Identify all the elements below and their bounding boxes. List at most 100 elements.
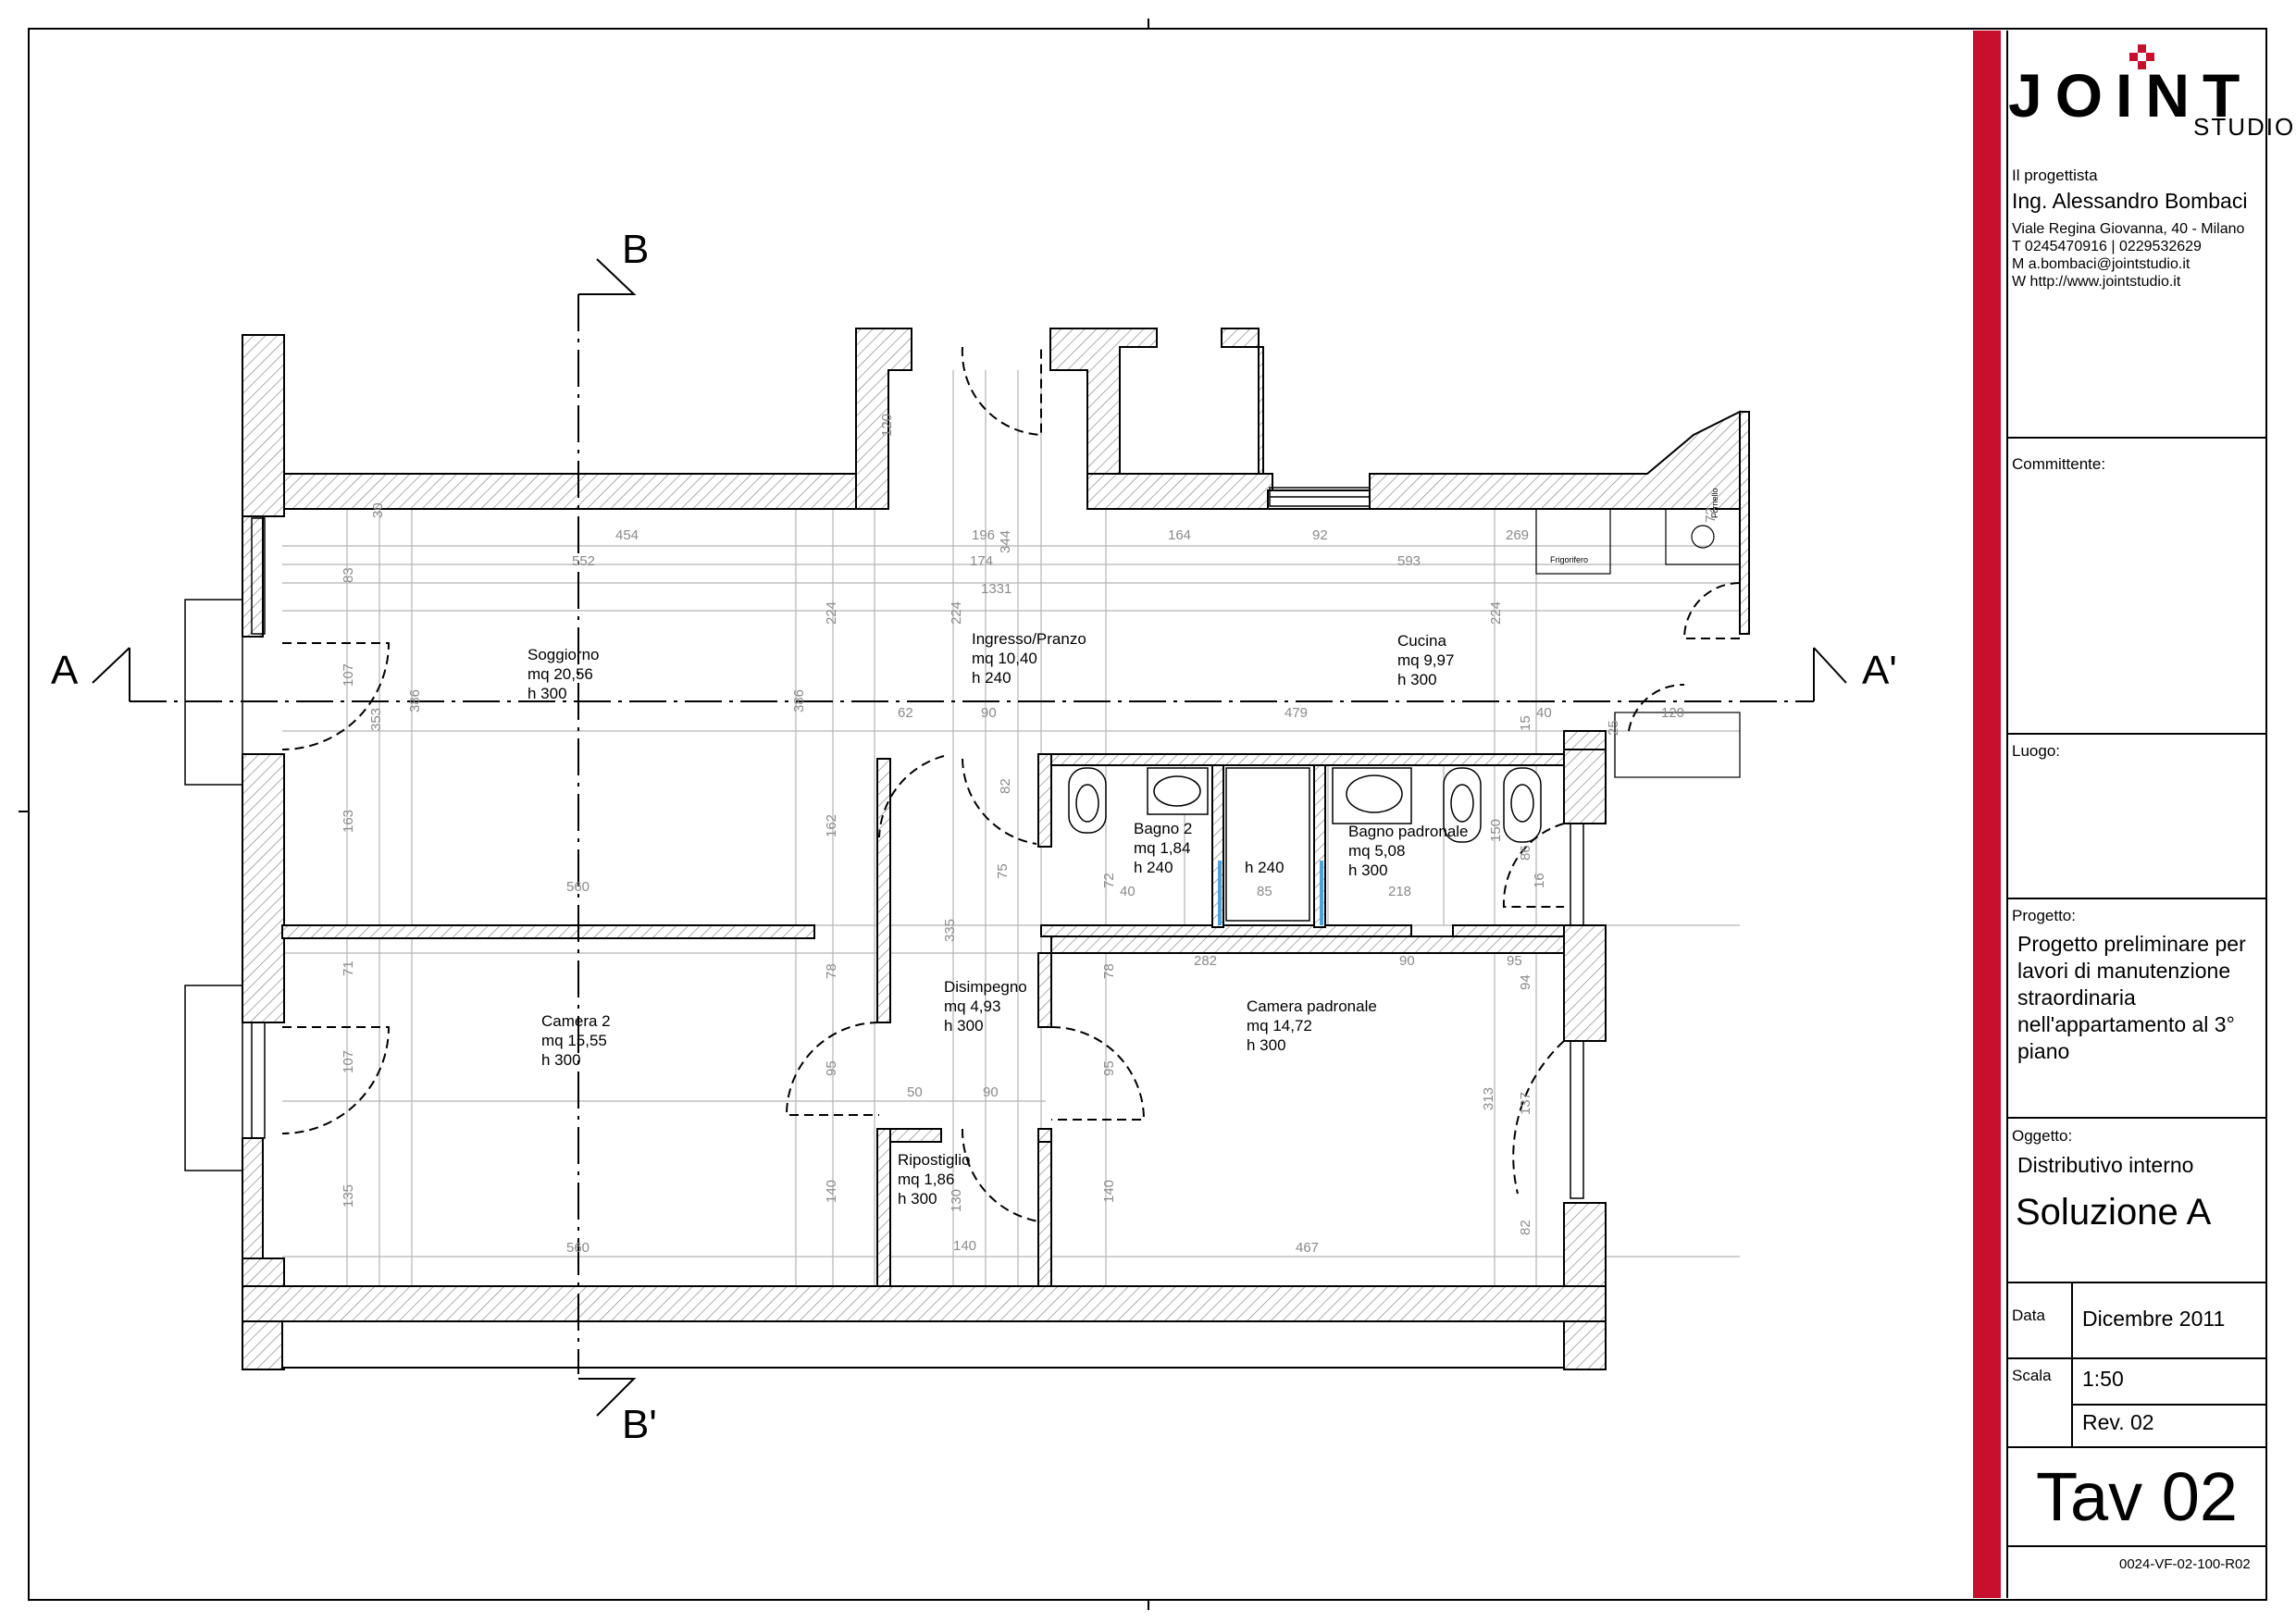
dimension-label: 120	[879, 413, 895, 437]
scale-value: 1:50	[2082, 1367, 2124, 1391]
dimension-label: 164	[1168, 527, 1192, 543]
dimension-label: 560	[566, 879, 590, 895]
dimension-label: 196	[972, 527, 996, 543]
dimension-label: 479	[1285, 705, 1309, 721]
designer-address: Viale Regina Giovanna, 40 - Milano	[2012, 221, 2245, 237]
dimension-label: 150	[1488, 818, 1504, 842]
dimension-label: 40	[1120, 884, 1136, 899]
dimension-label: 218	[1388, 884, 1412, 899]
kitchen-fixtures	[1535, 508, 1741, 778]
sheet-number: Tav 02	[2036, 1458, 2239, 1535]
solution-title: Soluzione A	[2016, 1192, 2212, 1233]
designer-name: Ing. Alessandro Bombaci	[2012, 189, 2248, 213]
dimension-label: 224	[824, 601, 839, 625]
dimension-label: 313	[1481, 1086, 1496, 1110]
dimension-label: 78	[824, 963, 839, 979]
dimension-label: 90	[981, 705, 997, 721]
windows	[184, 487, 1584, 1199]
dimension-label: 95	[1101, 1060, 1117, 1076]
dimension-label: 95	[824, 1060, 839, 1076]
project-description: Progetto preliminare per lavori di manut…	[2017, 932, 2246, 1063]
frame-tick-bottom	[1148, 1601, 1149, 1610]
dimension-label: 90	[1399, 953, 1415, 969]
title-block	[2006, 31, 2265, 1598]
dimension-label: 94	[1518, 974, 1533, 990]
dimension-label: 50	[907, 1084, 923, 1100]
dimension-label: 560	[566, 1240, 590, 1256]
frame-tick-top	[1148, 19, 1149, 28]
dimension-label: 95	[1507, 953, 1522, 969]
dimension-label: 72	[1101, 873, 1117, 888]
designer-label: Il progettista	[2012, 167, 2098, 184]
dimension-label: 15	[1518, 715, 1533, 731]
dimension-label: 75	[995, 863, 1011, 879]
dimension-label: 120	[1661, 705, 1685, 721]
subject-text: Distributivo interno	[2017, 1153, 2194, 1177]
dimension-label: 85	[1257, 884, 1272, 899]
dimension-label: 30	[370, 502, 386, 518]
dimension-label: 140	[1101, 1179, 1117, 1203]
dimension-label: 16	[1532, 873, 1547, 888]
dimension-label: 83	[341, 567, 356, 583]
date-label: Data	[2012, 1307, 2045, 1324]
dimension-label: 140	[953, 1238, 977, 1254]
dimension-label: 130	[949, 1188, 964, 1212]
dimension-label: 467	[1296, 1240, 1320, 1256]
section-label-b: B	[622, 227, 650, 272]
subject-label: Oggetto:	[2012, 1127, 2073, 1145]
dimension-label: 140	[824, 1179, 839, 1203]
dimension-label: 25	[1606, 720, 1621, 736]
logo-subtitle: STUDIO	[2193, 113, 2296, 141]
dimension-label: 353	[368, 707, 384, 731]
dimension-label: 386	[791, 688, 807, 712]
dimension-label: 62	[898, 705, 913, 721]
dimension-label: 86	[1518, 845, 1533, 861]
doors	[281, 346, 1741, 1222]
dimension-label: 135	[341, 1183, 356, 1208]
dimension-label: 454	[615, 527, 639, 543]
client-label: Committente:	[2012, 455, 2106, 473]
joint-studio-logo	[2129, 44, 2154, 69]
scale-label: Scala	[2012, 1367, 2052, 1384]
shower-height-label: h 240	[1245, 859, 1285, 876]
dimension-label: 224	[1488, 601, 1504, 625]
dimension-label: 162	[824, 813, 839, 837]
shower-glass	[1218, 861, 1323, 925]
place-label: Luogo:	[2012, 742, 2060, 760]
dimension-label: 386	[407, 688, 423, 712]
fridge-label: Frigorifero	[1550, 555, 1589, 564]
walls	[242, 328, 1750, 1370]
dimension-label: 107	[341, 1049, 356, 1073]
dimension-label: 82	[1518, 1220, 1533, 1235]
dimension-label: 224	[949, 601, 964, 625]
section-label-b-prime: B'	[622, 1402, 657, 1447]
dimension-label: 107	[341, 663, 356, 687]
drawing-code: 0024-VF-02-100-R02	[2119, 1556, 2251, 1572]
designer-web: W http://www.jointstudio.it	[2012, 274, 2181, 290]
project-label: Progetto:	[2012, 907, 2076, 924]
section-label-a-prime: A'	[1862, 648, 1897, 693]
frame-tick-left	[19, 811, 28, 812]
dimension-label: 82	[998, 778, 1013, 794]
dimension-label: 72	[1703, 507, 1719, 523]
dimension-label: 90	[983, 1084, 999, 1100]
dimension-label: 40	[1536, 705, 1552, 721]
designer-phone: T 0245470916 | 0229532629	[2012, 239, 2202, 254]
dimension-label: 593	[1397, 553, 1421, 569]
revision-value: Rev. 02	[2082, 1410, 2154, 1434]
dimension-label: 1331	[981, 581, 1012, 597]
dimension-label: 335	[942, 918, 958, 942]
logo-wordmark: JOINT	[2008, 61, 2253, 130]
dimension-label: 174	[970, 553, 994, 569]
dimension-label: 282	[1194, 953, 1218, 969]
title-block-accent-bar	[1973, 31, 2001, 1598]
